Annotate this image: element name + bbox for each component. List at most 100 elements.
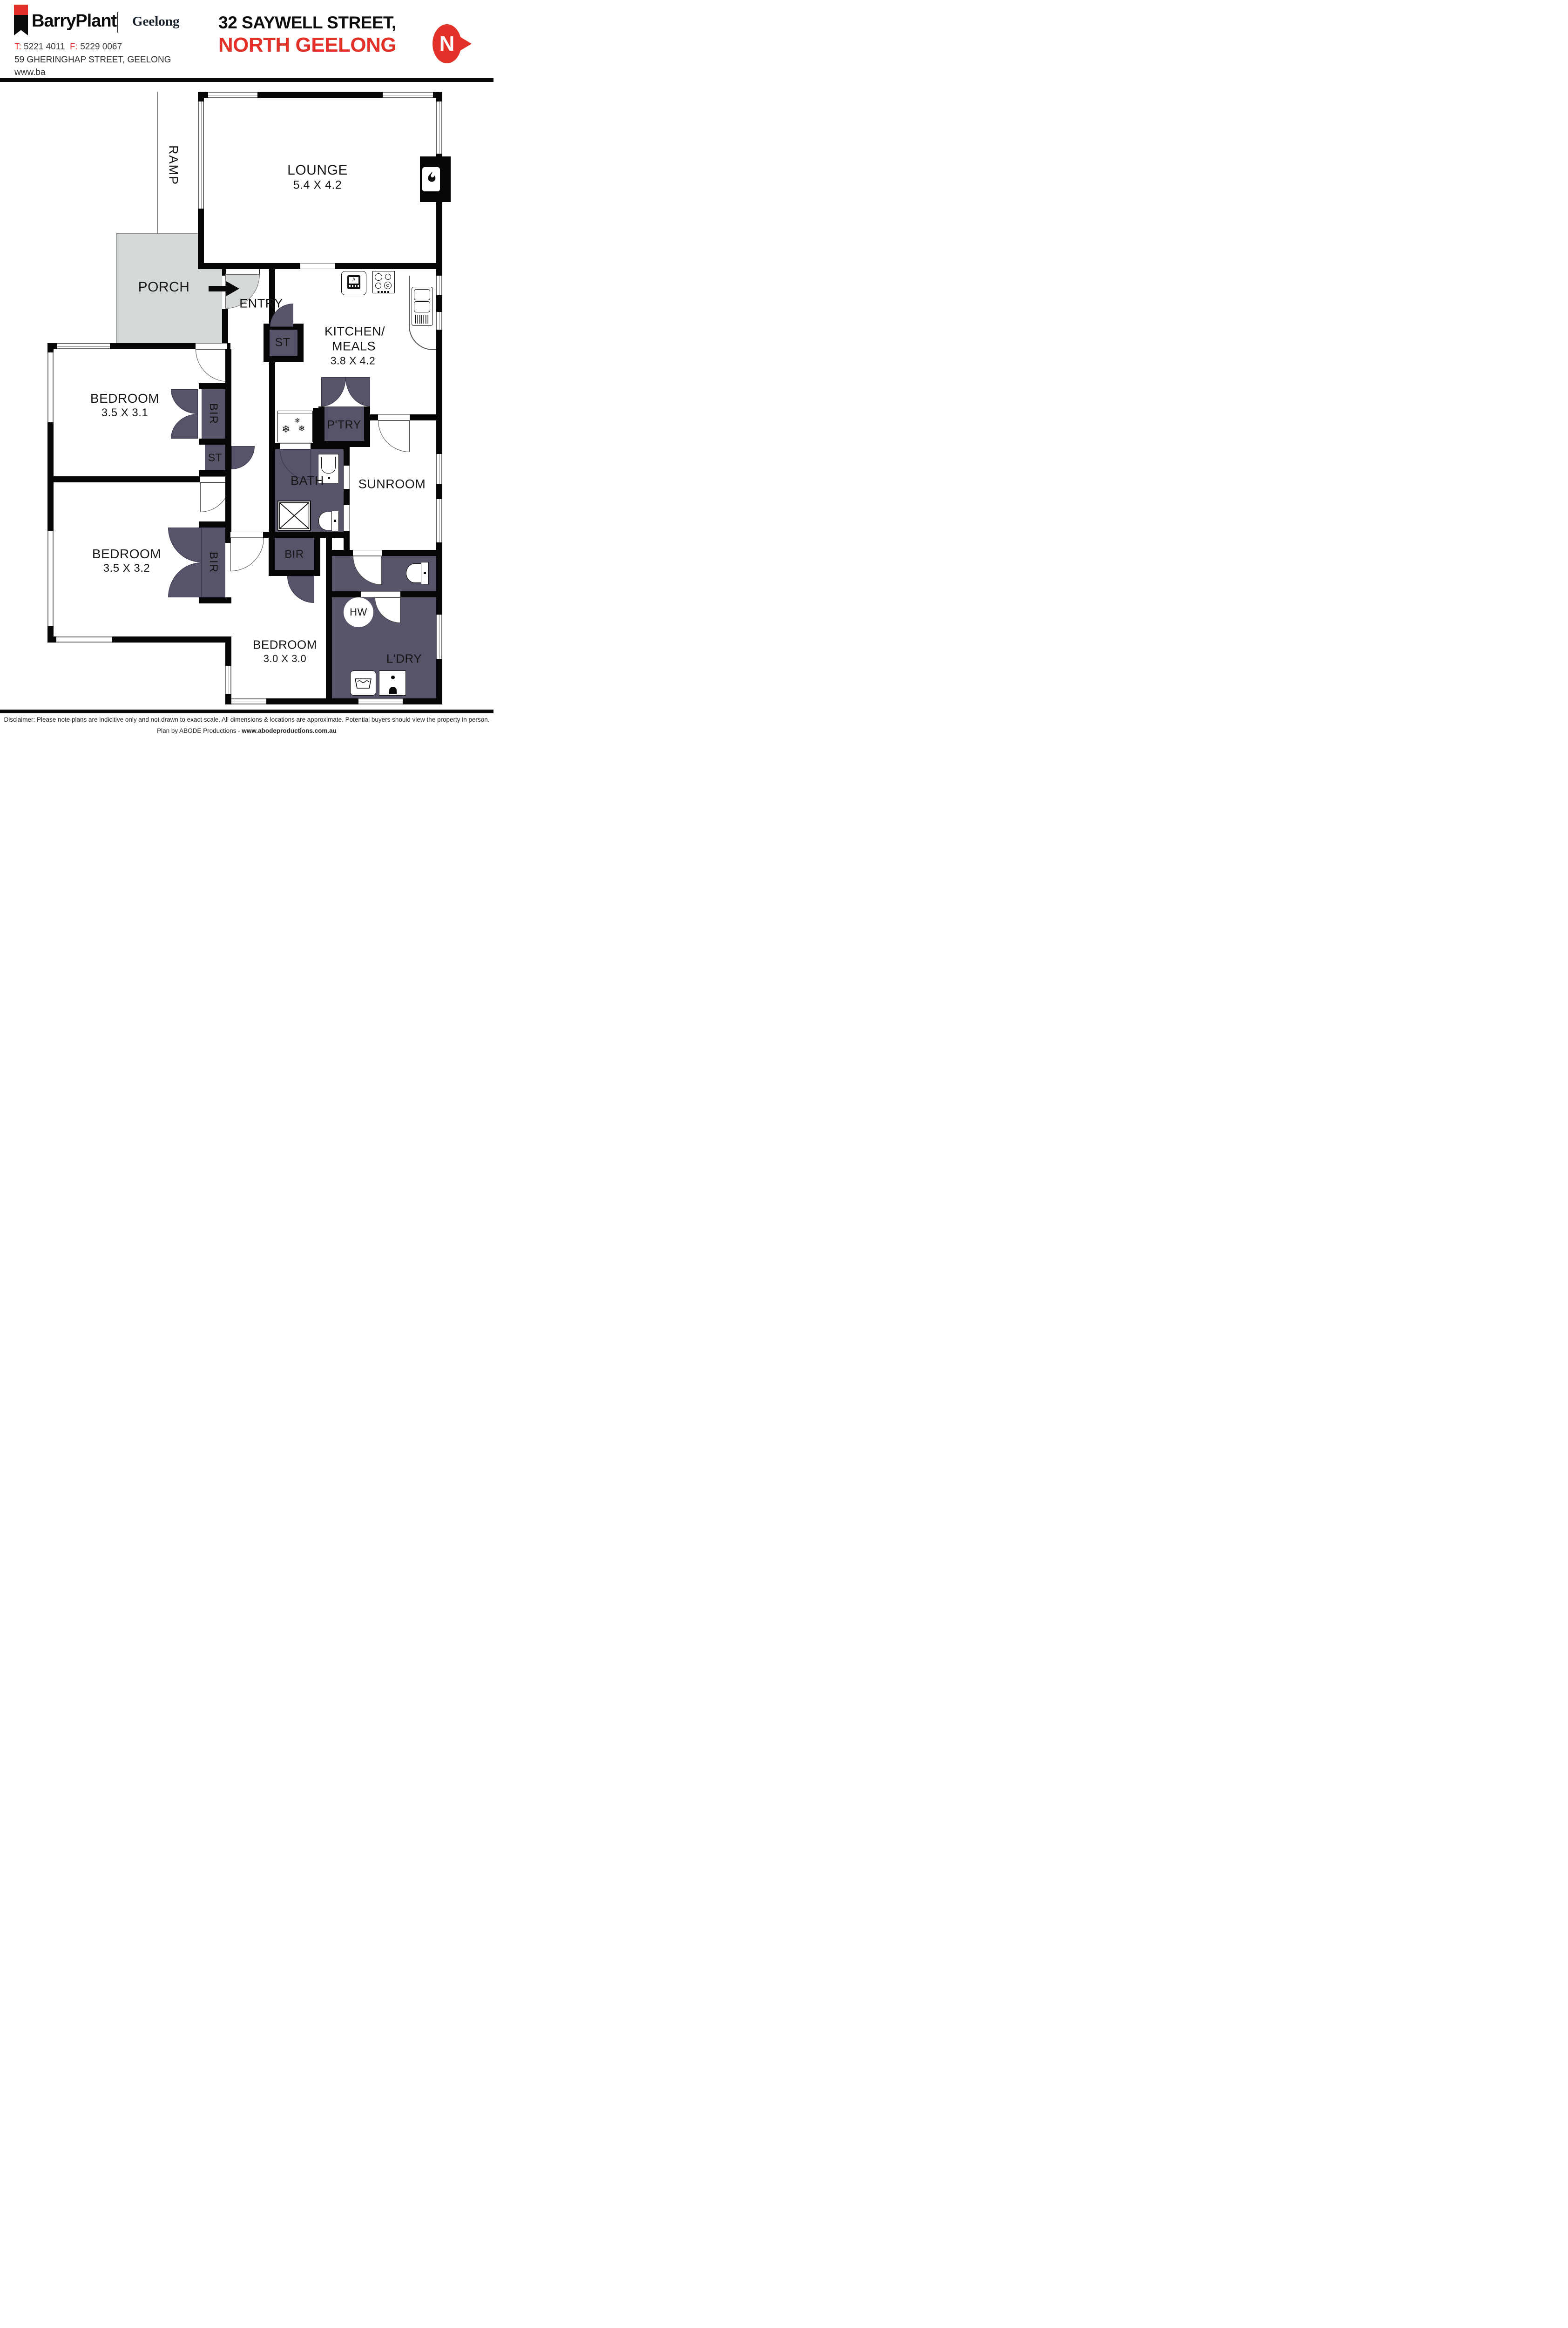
wall: [297, 330, 304, 356]
label-hw: HW: [350, 606, 367, 618]
shower: [277, 501, 311, 531]
oven-dots: [349, 285, 359, 287]
vanity-basin: [321, 457, 336, 474]
label-bedroom1-dims: 3.5 X 3.1: [101, 406, 149, 419]
brand-divider: [117, 12, 118, 33]
wall: [222, 309, 228, 343]
entry-arrow-icon: [209, 281, 239, 296]
wall: [269, 570, 320, 576]
wall: [311, 443, 350, 449]
fax-label: F:: [70, 42, 78, 52]
window: [436, 454, 442, 484]
window: [358, 698, 403, 704]
window: [47, 352, 54, 422]
window: [436, 615, 442, 659]
label-ramp: RAMP: [166, 145, 181, 186]
snowflake-icon: ❄: [282, 423, 291, 435]
flame-icon: [428, 171, 436, 182]
footer-rule: [0, 710, 493, 713]
oven: //: [341, 271, 366, 295]
window: [208, 92, 257, 98]
bedroom3-door-swing: [230, 538, 264, 571]
burner: [375, 283, 381, 289]
label-sunroom: SUNROOM: [358, 477, 426, 491]
shower-x-icon: [279, 502, 310, 529]
sink-drainer: [415, 315, 429, 324]
pantry-door-left: [321, 377, 346, 406]
pantry-door-right: [345, 377, 370, 406]
label-lounge-dims: 5.4 X 4.2: [293, 178, 342, 192]
fridge: ❄ ❄ ❄: [277, 411, 313, 442]
label-bedroom2: BEDROOM: [92, 547, 162, 561]
wall: [269, 449, 275, 532]
sink-bowl: [414, 289, 430, 300]
door-opening: [230, 532, 263, 538]
label-kitchen-line2: MEALS: [331, 339, 376, 353]
door-opening: [280, 443, 311, 449]
door-opening: [353, 550, 382, 556]
trough-icon: [355, 678, 372, 689]
wall: [264, 356, 304, 362]
vanity-drain-dot: [328, 477, 330, 479]
washing-machine: [379, 670, 406, 696]
bath-toilet: [318, 510, 340, 532]
label-st2: ST: [208, 451, 223, 464]
floorplan-flyer: BarryPlant Geelong T: 5221 4011 F: 5229 …: [0, 0, 493, 741]
window: [56, 636, 112, 643]
logo-black-ribbon: [14, 15, 28, 35]
window: [47, 531, 54, 626]
door-opening: [196, 343, 227, 349]
wall: [370, 414, 378, 420]
toilet-button: [424, 572, 426, 574]
wall: [225, 349, 231, 543]
wall: [269, 362, 275, 443]
label-bath: BATH: [290, 474, 324, 488]
oven-screen: //: [349, 277, 358, 284]
wall: [318, 406, 324, 447]
wall: [400, 591, 436, 597]
plan-credit: Plan by ABODE Productions - www.abodepro…: [0, 727, 493, 734]
label-bedroom2-dims: 3.5 X 3.2: [103, 562, 150, 575]
oven-display: //: [347, 275, 360, 289]
wall: [410, 414, 442, 420]
sunroom-door-swing: [378, 420, 410, 452]
bir3-interior: [275, 538, 314, 570]
window: [57, 343, 110, 349]
property-title: 32 SAYWELL STREET, NORTH GEELONG: [205, 13, 410, 57]
contact-line: T: 5221 4011 F: 5229 0067: [14, 42, 122, 52]
wall: [314, 538, 320, 576]
bir1-door-top: [171, 389, 198, 414]
toilet-button: [334, 520, 336, 522]
phone-number: 5221 4011: [21, 42, 70, 52]
header: BarryPlant Geelong T: 5221 4011 F: 5229 …: [0, 0, 493, 78]
window: [436, 312, 442, 330]
bir3-door-swing: [287, 576, 314, 603]
wall: [199, 597, 231, 603]
fax-number: 5229 0067: [77, 42, 122, 52]
label-ldry: L'DRY: [386, 651, 422, 666]
bir1-door-bottom: [171, 414, 198, 439]
wc-toilet: [406, 562, 434, 585]
door-opening: [378, 414, 410, 420]
label-bir1: BIR: [207, 403, 220, 425]
label-porch: PORCH: [138, 279, 190, 295]
bath-door-swing: [280, 449, 311, 480]
store2-interior: [205, 445, 225, 470]
sink-bowl: [414, 301, 430, 312]
store2-door-swing: [231, 446, 255, 469]
logo-red-cap: [14, 5, 28, 15]
label-bir2: BIR: [207, 551, 220, 574]
window: [383, 92, 433, 98]
ramp-line: [157, 92, 158, 233]
bir2-door-bottom: [168, 562, 202, 597]
wall: [269, 269, 275, 324]
north-arrow-icon: [460, 37, 472, 51]
north-letter: N: [439, 32, 455, 55]
wall: [326, 538, 332, 698]
door-opening: [361, 591, 400, 597]
label-lounge: LOUNGE: [287, 162, 348, 178]
window: [436, 499, 442, 542]
barryplant-logo-icon: [14, 5, 28, 35]
kitchen-sink: [412, 287, 433, 326]
window: [225, 666, 231, 694]
